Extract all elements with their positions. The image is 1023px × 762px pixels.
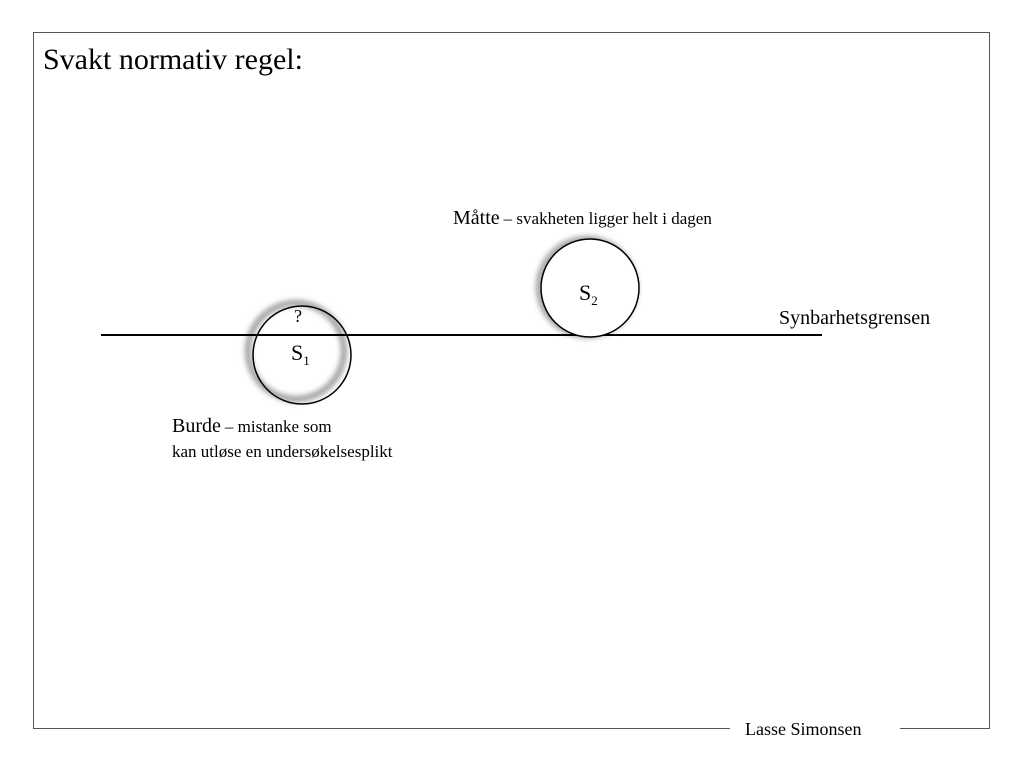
burde-annotation: Burde – mistanke som kan utløse en under… [172,414,393,464]
matte-annotation: Måtte – svakheten ligger helt i dagen [453,207,712,230]
s1-label: S1 [291,340,310,368]
matte-term: Måtte [453,207,500,229]
s1-circle [252,305,352,405]
s2-circle [540,238,640,338]
burde-desc-line2: kan utløse en undersøkelsesplikt [172,442,393,461]
s2-label: S2 [579,280,598,308]
footer-author: Lasse Simonsen [745,719,862,739]
burde-desc-line1: – mistanke som [224,417,332,436]
slide-title: Svakt normativ regel: [43,43,303,76]
s1-shadow [245,300,347,402]
burde-term: Burde [172,415,221,437]
footer-rule-right [900,728,989,729]
matte-desc: – svakheten ligger helt i dagen [503,209,712,228]
slide-frame [33,32,990,729]
footer-rule-left [33,728,730,729]
s1-question-mark: ? [294,306,302,326]
visibility-line-label: Synbarhetsgrensen [779,307,931,329]
